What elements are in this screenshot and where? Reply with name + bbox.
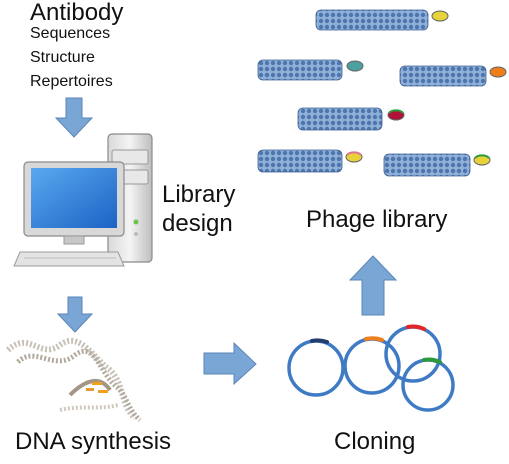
phage-particle-icon <box>257 149 363 173</box>
arrow-down-1-icon <box>54 97 94 138</box>
arrow-down-2-icon <box>56 296 94 333</box>
phage-particle-icon <box>257 59 364 81</box>
label-antibody: Antibody <box>30 0 124 26</box>
phage-particle-icon <box>315 9 449 31</box>
label-library-design-line1: Library <box>162 181 236 208</box>
phage-particle-icon <box>399 65 507 87</box>
label-library-design: Library design <box>162 180 235 238</box>
label-library-design-line2: design <box>162 210 233 237</box>
phage-particle-icon <box>297 107 405 131</box>
dna-helix-icon <box>5 337 142 422</box>
arrow-right-icon <box>203 341 257 386</box>
label-structure: Structure <box>30 49 95 66</box>
phage-particle-icon <box>383 153 491 177</box>
label-repertoires: Repertoires <box>30 73 113 90</box>
label-cloning: Cloning <box>334 428 416 455</box>
arrow-up-icon <box>348 255 398 316</box>
label-phage-library: Phage library <box>306 206 448 233</box>
computer-icon <box>13 133 153 267</box>
plasmid-inserts <box>310 324 442 364</box>
label-sequences: Sequences <box>30 25 111 42</box>
label-dna-synthesis: DNA synthesis <box>15 428 172 455</box>
